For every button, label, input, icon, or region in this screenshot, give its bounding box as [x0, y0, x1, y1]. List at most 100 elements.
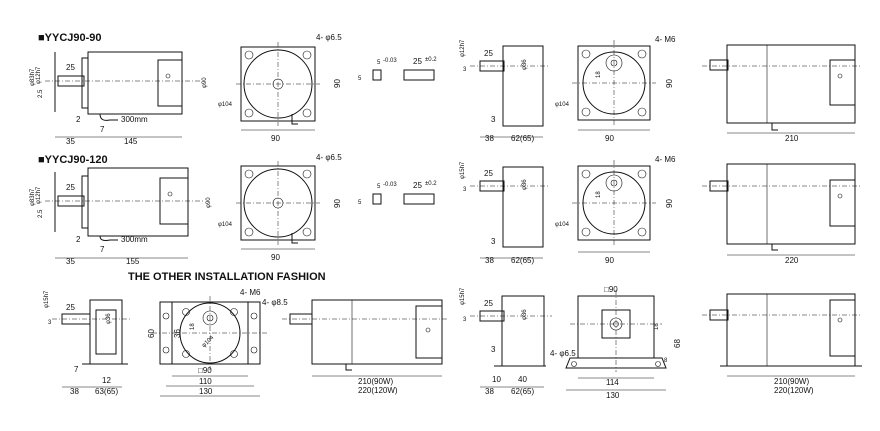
side-view-90: [45, 51, 200, 121]
bracket-motor-side-view: [282, 299, 448, 371]
dim-36-e: 36: [173, 329, 182, 338]
dim-90-a: 90: [271, 134, 280, 143]
dim-phi36-d: φ36: [522, 179, 528, 190]
dim-holes65-c: 4- φ6.5: [316, 153, 342, 162]
dim-114-f: 114: [606, 378, 619, 387]
dim-68-f: 68: [673, 339, 682, 348]
key-detail-90: [372, 69, 435, 81]
dim-3-d2: 3: [491, 237, 496, 246]
side-view-120: [45, 167, 205, 241]
dim-220: 220: [785, 256, 799, 265]
dim-12-e: 12: [102, 376, 111, 385]
foot-front-view: [565, 290, 667, 372]
dim-phi104-b: φ104: [555, 102, 570, 108]
dim-90-f: 90: [665, 199, 674, 208]
dim-phi104-d: φ104: [555, 222, 570, 228]
dim-phi12-b: φ12h7: [460, 39, 466, 57]
dim-60-e: 60: [147, 329, 156, 338]
dim-18-b: 18: [596, 191, 602, 198]
dim-38-d: 38: [485, 256, 494, 265]
dim-phi83: φ83h7: [30, 68, 36, 86]
dim-phi83-c: φ83h7: [30, 188, 36, 206]
dim-25-d: 25: [484, 169, 493, 178]
dim-3-e: 3: [48, 320, 52, 326]
dim-phi104-e: φ104: [201, 335, 216, 350]
dim-m6-a: 4- M6: [655, 35, 676, 44]
model-title-120: ■YYCJ90-120: [38, 154, 108, 166]
dim-220-120w: 220(120W): [358, 386, 398, 395]
bracket-side-view: [52, 299, 130, 365]
dim-2: 2: [76, 115, 81, 124]
dim-phi90-c: φ90: [206, 197, 212, 208]
dim-210: 210: [785, 134, 799, 143]
key-5-top-a: 5: [377, 60, 381, 66]
dim-130-e: 130: [199, 387, 213, 396]
dim-90-c: 90: [665, 79, 674, 88]
dim-40-f: 40: [518, 375, 527, 384]
dim-sq90-f: □90: [604, 285, 618, 294]
dim-3-f2: 3: [491, 345, 496, 354]
long-side-view-90: [702, 44, 862, 131]
section-title-other: THE OTHER INSTALLATION FASHION: [128, 271, 326, 283]
dim-62-d: 62(65): [511, 256, 534, 265]
dim-sq90-e: □90: [198, 366, 212, 375]
dim-25: 25: [66, 63, 75, 72]
dim-90-e: 90: [271, 253, 280, 262]
model-title-90: ■YYCJ90-90: [38, 32, 102, 44]
dim-phi36-b: φ36: [522, 59, 528, 70]
dim-25-c: 25: [66, 183, 75, 192]
dim-220-120w-b: 220(120W): [774, 386, 814, 395]
gearhead-front-view-120: [572, 160, 656, 246]
dim-38-f: 38: [485, 387, 494, 396]
gearhead-front-view-90: [572, 40, 656, 126]
dim-7-e: 7: [74, 365, 79, 374]
dim-wire: 300mm: [121, 115, 148, 124]
dim-m6-b: 4- M6: [655, 155, 676, 164]
key-25tol-a: ±0.2: [425, 57, 437, 63]
dim-m6-e: 4- M6: [240, 288, 261, 297]
dim-90-side-a: 90: [333, 79, 342, 88]
foot-side-view: [470, 295, 552, 367]
dim-7-c: 7: [100, 245, 105, 254]
dim-35: 35: [66, 137, 75, 146]
key-5-b: 5: [358, 200, 362, 206]
long-side-view-120: [702, 163, 862, 251]
dim-2-5: 2.5: [38, 89, 44, 98]
bracket-front-view: [152, 296, 268, 370]
dim-110-e: 110: [199, 377, 212, 386]
dim-35-c: 35: [66, 257, 75, 266]
key-5-a: 5: [358, 76, 362, 82]
dim-holes65-f: 4- φ6.5: [550, 349, 576, 358]
dim-phi15-f: φ15h7: [460, 287, 466, 305]
dim-2-c: 2: [76, 235, 81, 244]
dim-25-b: 25: [484, 49, 493, 58]
key-25-a: 25: [413, 57, 422, 66]
dim-phi15-d: φ15h7: [460, 161, 466, 179]
dim-62-f: 62(65): [511, 387, 534, 396]
dim-phi36-f: φ36: [522, 309, 528, 320]
dim-38-b: 38: [485, 134, 494, 143]
dim-63-e: 63(65): [95, 387, 118, 396]
dim-25-e: 25: [66, 303, 75, 312]
front-view-120: [236, 161, 320, 245]
dim-25-f: 25: [484, 299, 493, 308]
dim-90-d: 90: [605, 134, 614, 143]
gearhead-side-view-90: [470, 45, 550, 127]
dim-holes85: 4- φ8.5: [262, 298, 288, 307]
dim-phi104-c: φ104: [218, 222, 233, 228]
dim-210-90w-b: 210(90W): [774, 377, 809, 386]
dim-90-g: 90: [605, 256, 614, 265]
front-view-90: [236, 42, 320, 126]
dim-130-f: 130: [606, 391, 620, 400]
dim-7: 7: [100, 125, 105, 134]
dim-210-90w: 210(90W): [358, 377, 393, 386]
dim-8-f: 8: [664, 358, 668, 364]
dim-155: 155: [126, 257, 140, 266]
dim-holes65-a: 4- φ6.5: [316, 33, 342, 42]
dim-18-e: 18: [190, 323, 196, 330]
dim-wire-c: 300mm: [121, 235, 148, 244]
dim-phi36-e: φ36: [106, 313, 112, 324]
gearhead-side-view-120: [470, 166, 550, 248]
